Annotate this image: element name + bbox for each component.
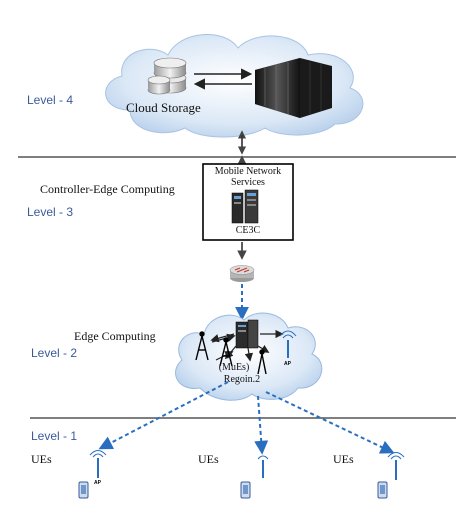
edge-antenna-right-icon xyxy=(257,349,267,375)
phone-right-icon xyxy=(377,481,388,499)
ue-label-left: UEs xyxy=(31,452,52,466)
ue-label-right: UEs xyxy=(333,452,354,466)
mobile-network-services-label: Mobile Network Services xyxy=(214,166,282,188)
phone-left-icon xyxy=(78,481,89,499)
level-2-label: Level - 2 xyxy=(31,346,78,360)
cloud-exchange-arrows xyxy=(193,68,253,90)
edge-section-label: Edge Computing xyxy=(74,329,156,343)
edge-antenna-center-icon xyxy=(219,337,233,367)
region-mues-label: (MuEs) xyxy=(218,362,250,373)
edge-ap-icon xyxy=(279,330,297,358)
ue-ap-right-icon xyxy=(387,452,405,480)
ue-ap-center-icon xyxy=(257,455,269,478)
level-4-label: Level - 4 xyxy=(27,93,74,107)
edge-ue-links xyxy=(98,381,395,455)
phone-center-icon xyxy=(240,481,251,499)
ue-ap-label-left: AP xyxy=(94,480,101,486)
data-center-servers-icon xyxy=(255,58,332,118)
ce3c-box xyxy=(202,163,294,241)
cloud-storage-label: Cloud Storage xyxy=(126,100,201,115)
region-name-label: Regoin.2 xyxy=(223,374,261,385)
ue-ap-left-icon xyxy=(89,450,107,478)
level-1-label: Level - 1 xyxy=(31,429,78,443)
edge-server-icon xyxy=(235,319,259,349)
edge-ap-label: AP xyxy=(284,361,291,367)
edge-antenna-left-icon xyxy=(195,331,209,361)
controller-section-label: Controller-Edge Computing xyxy=(40,182,175,196)
controller-server-icon xyxy=(231,189,259,224)
ue-label-center: UEs xyxy=(198,452,219,466)
level-3-label: Level - 3 xyxy=(27,205,74,219)
ce3c-label: CE3C xyxy=(235,225,261,236)
storage-database-icon xyxy=(147,57,187,95)
router-icon xyxy=(229,265,255,282)
